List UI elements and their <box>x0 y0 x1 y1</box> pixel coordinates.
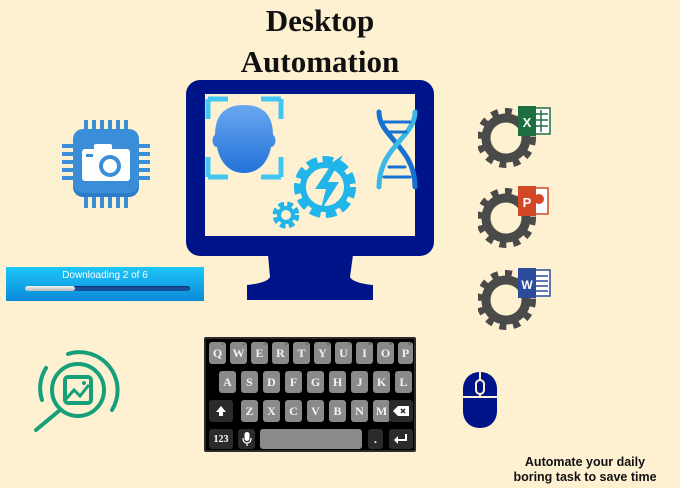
image-search-icon <box>34 350 120 432</box>
key-f[interactable]: F <box>285 371 302 393</box>
key-j[interactable]: J <box>351 371 368 393</box>
enter-icon <box>394 434 407 444</box>
microphone-icon <box>241 432 252 446</box>
key-n[interactable]: N <box>351 400 368 422</box>
key-v[interactable]: V <box>307 400 324 422</box>
face-recognition-icon <box>205 96 284 180</box>
tagline-line-2: boring task to save time <box>513 470 657 484</box>
key-k[interactable]: K <box>373 371 390 393</box>
powerpoint-gear-icon: P <box>478 186 549 248</box>
key-a[interactable]: A <box>219 371 236 393</box>
tagline: Automate your daily boring task to save … <box>495 455 675 485</box>
monitor-icon <box>186 80 434 300</box>
office-apps: X P W <box>478 100 558 330</box>
camera-chip-icon <box>62 120 150 208</box>
progress-track <box>25 286 190 291</box>
key-b[interactable]: B <box>329 400 346 422</box>
key-g[interactable]: G <box>307 371 324 393</box>
excel-gear-icon: X <box>478 106 551 168</box>
automation-gear-icon <box>272 155 356 229</box>
key-l[interactable]: L <box>395 371 412 393</box>
svg-text:W: W <box>521 278 533 292</box>
space-key[interactable] <box>260 429 362 449</box>
shift-arrow-icon <box>216 406 226 416</box>
backspace-key[interactable] <box>389 400 413 422</box>
key-h[interactable]: H <box>329 371 346 393</box>
title-line-2: Automation <box>240 44 400 79</box>
title-line-1: Desktop <box>265 3 375 38</box>
backspace-icon <box>393 406 409 416</box>
progress-fill <box>25 286 75 291</box>
numbers-key[interactable]: 123 <box>209 429 233 449</box>
page-title: Desktop Automation <box>200 0 440 82</box>
svg-text:P: P <box>523 195 532 210</box>
microphone-key[interactable] <box>238 429 255 449</box>
enter-key[interactable] <box>389 429 413 449</box>
key-d[interactable]: D <box>263 371 280 393</box>
period-key[interactable]: . <box>368 429 383 449</box>
key-m[interactable]: M <box>373 400 390 422</box>
shift-key[interactable] <box>209 400 233 422</box>
download-progress: Downloading 2 of 6 <box>6 267 204 301</box>
key-s[interactable]: S <box>241 371 258 393</box>
word-gear-icon: W <box>478 268 551 330</box>
progress-label: Downloading 2 of 6 <box>62 270 148 281</box>
tagline-line-1: Automate your daily <box>524 455 646 469</box>
svg-text:X: X <box>523 115 532 130</box>
key-z[interactable]: Z <box>241 400 258 422</box>
mouse-icon <box>463 372 497 428</box>
key-c[interactable]: C <box>285 400 302 422</box>
key-x[interactable]: X <box>263 400 280 422</box>
dna-icon <box>376 109 418 190</box>
